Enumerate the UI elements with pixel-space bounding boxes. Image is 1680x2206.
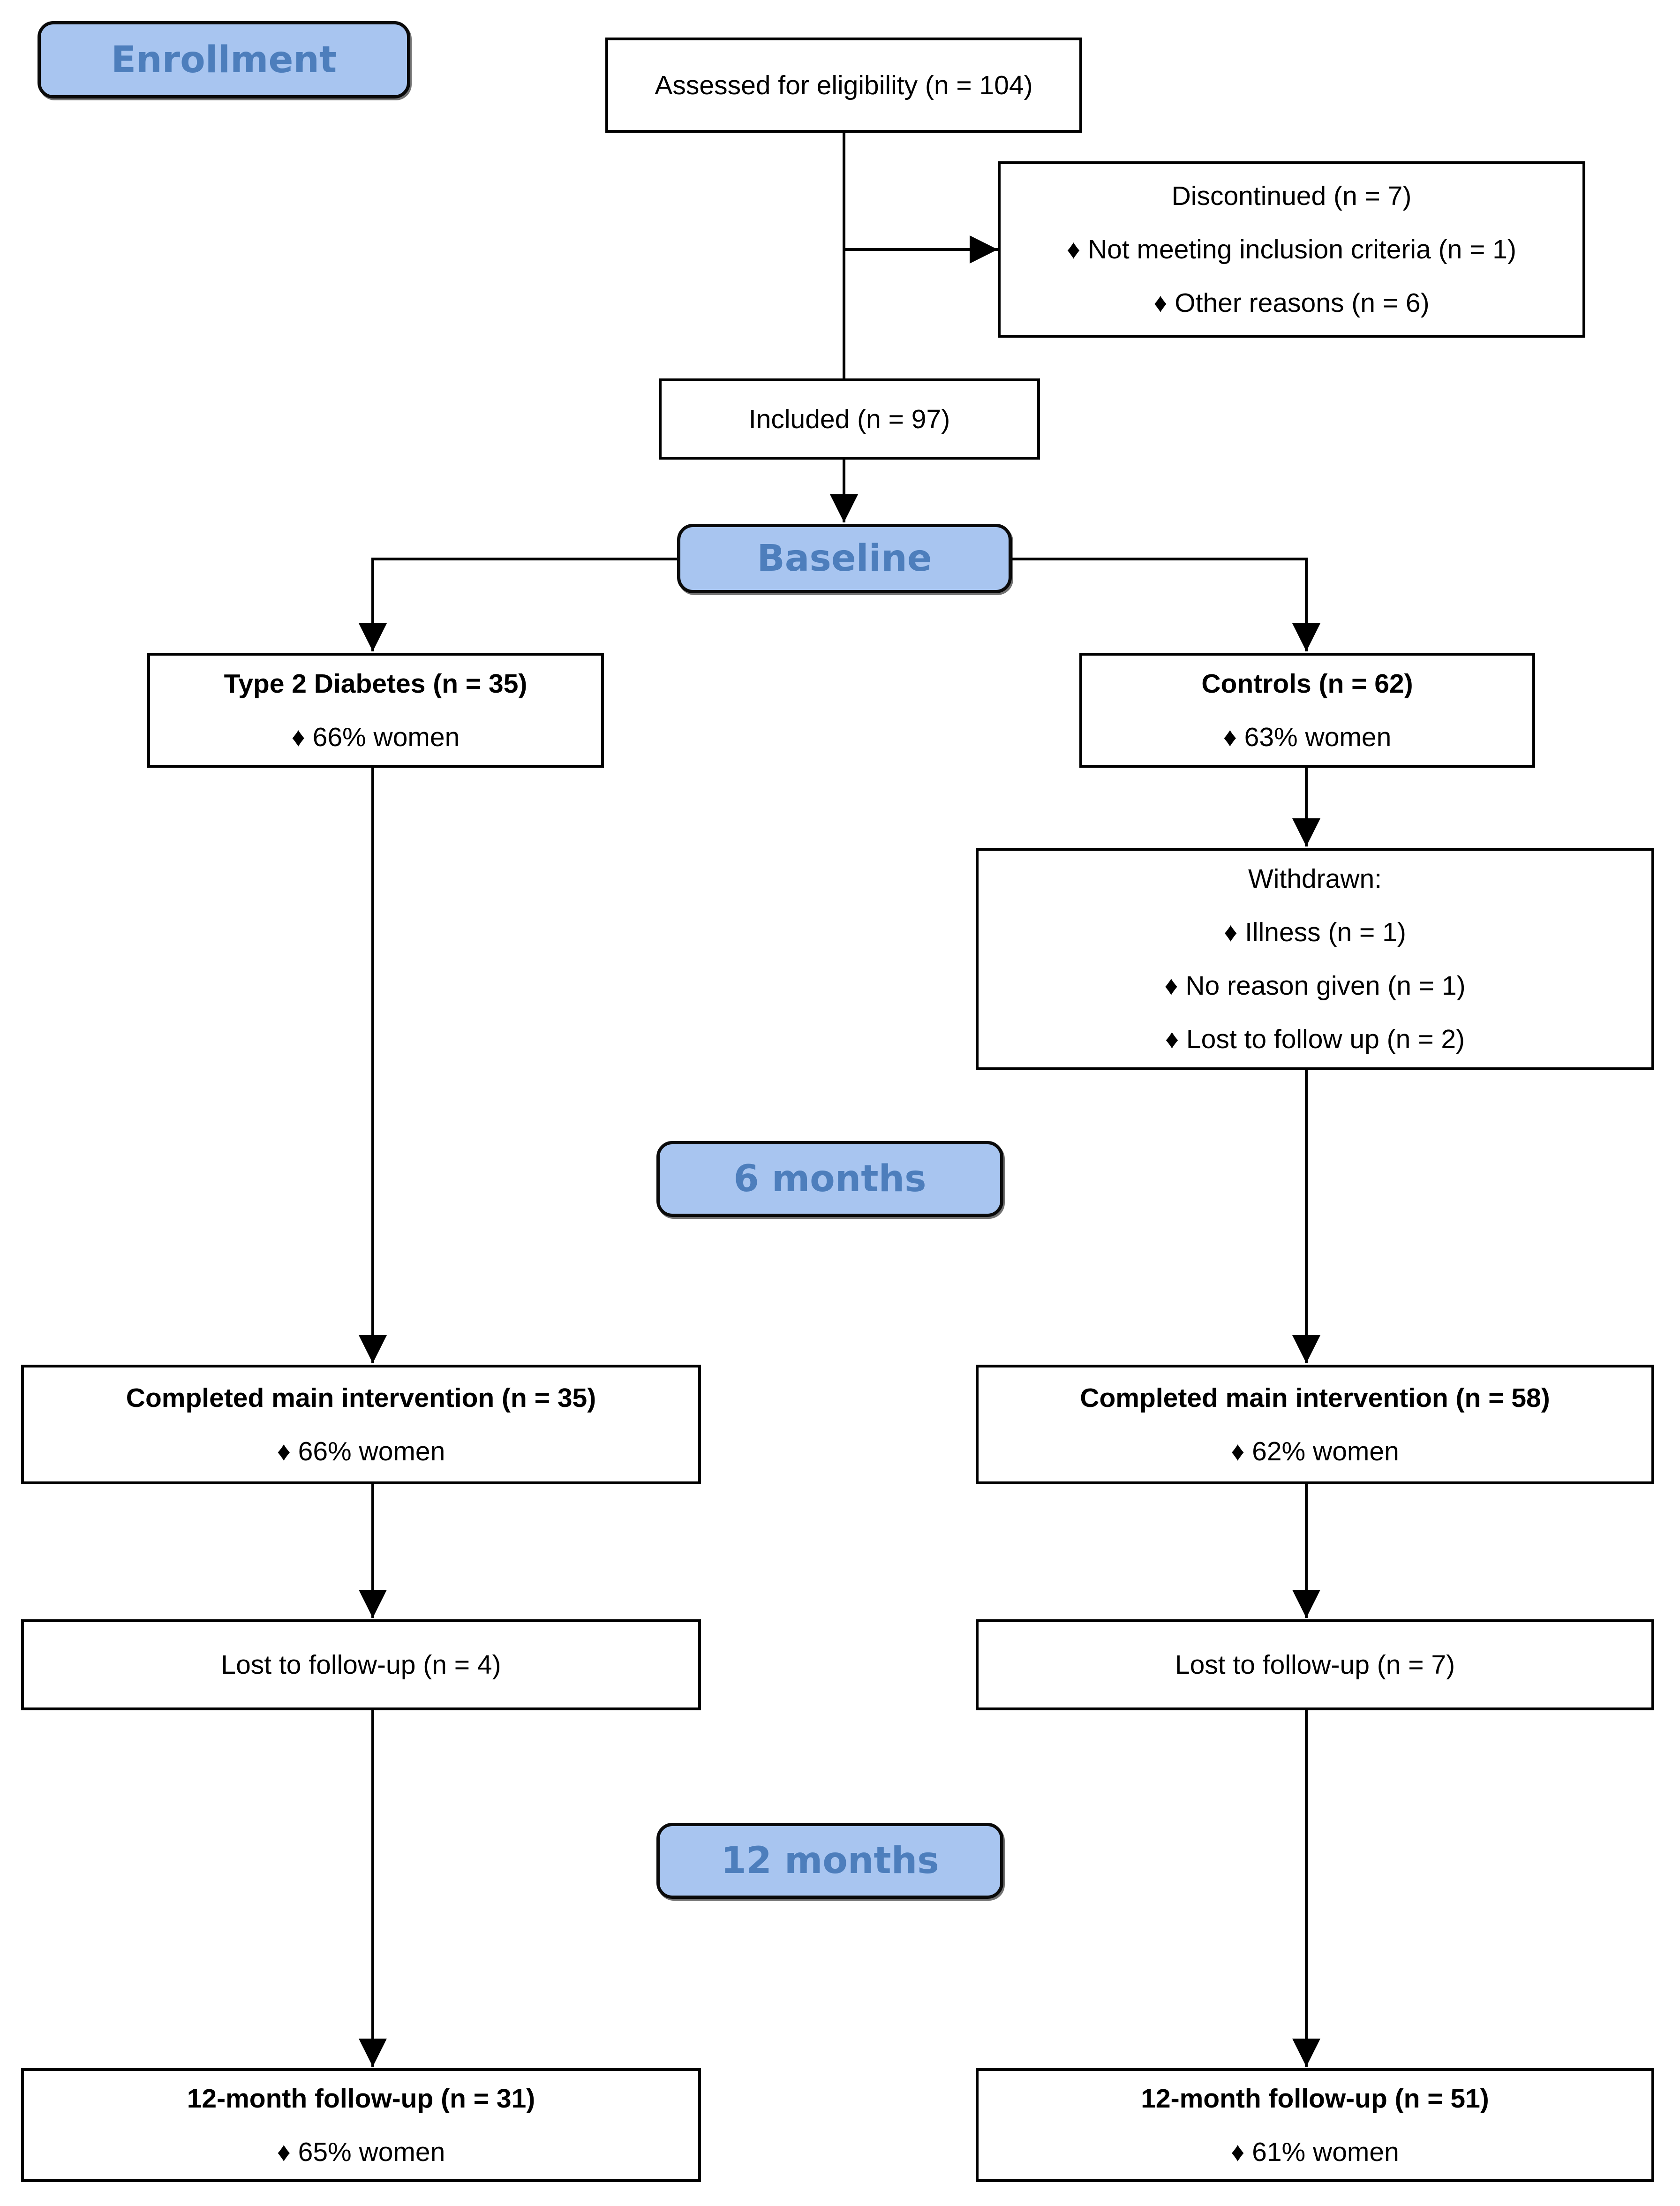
node-completed-intervention-controls: Completed main intervention (n = 58) ♦ 6… [976,1365,1654,1484]
stage-label-six-months: 6 months [656,1141,1003,1217]
discontinued-line: ♦ Other reasons (n = 6) [1153,288,1430,318]
stage-enrollment-text: Enrollment [111,38,337,81]
node-completed-intervention-t2d: Completed main intervention (n = 35) ♦ 6… [21,1365,701,1484]
arrow-baseline-to-controls [1012,558,1320,651]
type2-title: Type 2 Diabetes (n = 35) [224,668,527,699]
assessed-text: Assessed for eligibility (n = 104) [655,70,1033,100]
withdrawn-line: ♦ No reason given (n = 1) [1164,971,1466,1001]
node-lost-to-followup-controls: Lost to follow-up (n = 7) [976,1619,1654,1710]
stage-label-twelve-months: 12 months [656,1823,1003,1899]
completed-controls-title: Completed main intervention (n = 58) [1080,1383,1550,1413]
node-12-month-followup-controls: 12-month follow-up (n = 51) ♦ 61% women [976,2068,1654,2182]
stage-label-enrollment: Enrollment [38,21,410,98]
followup-controls-detail: ♦ 61% women [1231,2137,1399,2167]
withdrawn-line: Withdrawn: [1248,864,1382,894]
completed-t2d-title: Completed main intervention (n = 35) [126,1383,596,1413]
controls-title: Controls (n = 62) [1201,668,1413,699]
lost-controls-text: Lost to follow-up (n = 7) [1175,1650,1455,1680]
withdrawn-line: ♦ Illness (n = 1) [1224,917,1406,947]
node-lost-to-followup-t2d: Lost to follow-up (n = 4) [21,1619,701,1710]
node-included: Included (n = 97) [659,378,1040,460]
stage-baseline-text: Baseline [757,537,932,580]
completed-controls-detail: ♦ 62% women [1231,1436,1399,1466]
node-controls: Controls (n = 62) ♦ 63% women [1079,653,1535,768]
followup-t2d-detail: ♦ 65% women [277,2137,445,2167]
controls-detail: ♦ 63% women [1223,722,1392,752]
node-type2-diabetes: Type 2 Diabetes (n = 35) ♦ 66% women [147,653,604,768]
node-assessed-for-eligibility: Assessed for eligibility (n = 104) [605,38,1082,133]
completed-t2d-detail: ♦ 66% women [277,1436,445,1466]
followup-t2d-title: 12-month follow-up (n = 31) [187,2083,535,2114]
withdrawn-line: ♦ Lost to follow up (n = 2) [1165,1024,1465,1054]
stage-twelve-months-text: 12 months [721,1840,939,1882]
discontinued-line: ♦ Not meeting inclusion criteria (n = 1) [1067,234,1516,264]
type2-detail: ♦ 66% women [291,722,460,752]
followup-controls-title: 12-month follow-up (n = 51) [1141,2083,1489,2114]
arrow-baseline-to-type2 [359,558,677,651]
lost-t2d-text: Lost to follow-up (n = 4) [221,1650,501,1680]
included-text: Included (n = 97) [748,404,950,434]
discontinued-line: Discontinued (n = 7) [1171,181,1412,211]
node-discontinued: Discontinued (n = 7) ♦ Not meeting inclu… [998,161,1585,338]
node-12-month-followup-t2d: 12-month follow-up (n = 31) ♦ 65% women [21,2068,701,2182]
node-withdrawn: Withdrawn: ♦ Illness (n = 1) ♦ No reason… [976,848,1654,1070]
stage-six-months-text: 6 months [733,1158,927,1200]
stage-label-baseline: Baseline [677,524,1012,593]
